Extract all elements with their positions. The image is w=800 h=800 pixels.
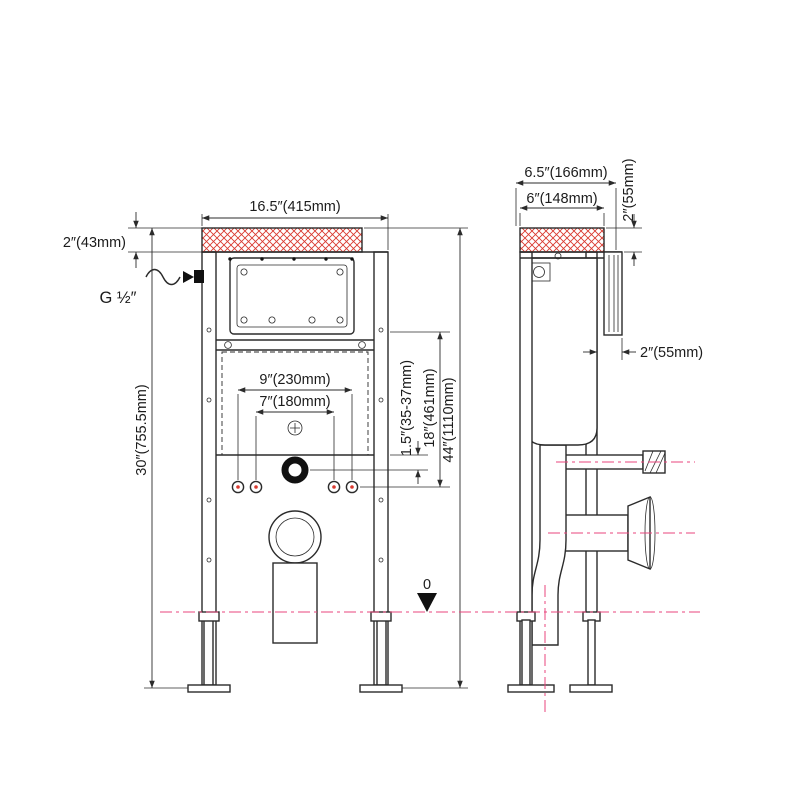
labels: 16.5″(415mm) 2″(43mm) G ½″ 30″(755.5mm) … <box>63 158 703 593</box>
dim-label-lid-height-front: 2″(43mm) <box>63 235 126 251</box>
dim-label-offset-small: 1.5″(35-37mm) <box>399 360 415 456</box>
left-foot-plate <box>187 684 231 693</box>
access-panel-inner <box>236 264 348 328</box>
cistern-tank-side <box>525 257 598 446</box>
dim-label-lid-height-side: 2″(55mm) <box>621 158 637 221</box>
left-foot-rod <box>203 619 214 686</box>
dim-label-frame-height: 30″(755.5mm) <box>134 384 150 475</box>
dim-label-bolt-outer: 9″(230mm) <box>259 372 330 388</box>
cistern-lid-hatched-side <box>519 227 605 253</box>
left-adjuster-collar <box>198 611 220 622</box>
datum-triangle-icon <box>417 593 437 612</box>
tank-drain-circle <box>287 420 303 436</box>
side-rear-foot-rod <box>587 619 596 686</box>
water-inlet-port <box>194 270 204 283</box>
cistern-lid-hatched-front <box>201 227 363 253</box>
wall-mounting-plate <box>603 251 623 336</box>
band-screw-left <box>224 341 232 349</box>
dim-label-width-top: 16.5″(415mm) <box>249 199 340 215</box>
right-adjuster-collar <box>370 611 392 622</box>
dim-label-depth-frame: 6″(148mm) <box>526 191 597 207</box>
water-flow-arrowhead-icon <box>183 271 194 283</box>
side-view <box>507 227 666 693</box>
side-front-foot-rod <box>521 619 531 686</box>
outlet-bend-front <box>268 510 322 564</box>
access-panel-outer <box>229 257 355 335</box>
inlet-thread-label: G ½″ <box>99 289 136 307</box>
outlet-pipe-front <box>272 562 318 644</box>
dim-label-bolt-inner: 7″(180mm) <box>259 394 330 410</box>
fixing-bolts <box>231 480 359 494</box>
centerlines <box>160 461 700 712</box>
side-dimensions <box>515 180 642 360</box>
side-rear-foot-plate <box>569 684 613 693</box>
dim-label-total-height: 44″(1110mm) <box>441 377 457 462</box>
dim-label-mid-height: 18″(461mm) <box>422 368 438 447</box>
soil-outlet-horn <box>557 514 629 552</box>
flush-pipe-socket <box>281 456 309 484</box>
water-flow-squiggle-icon <box>145 268 181 286</box>
side-front-foot-plate <box>507 684 555 693</box>
push-rod-circle <box>554 252 562 260</box>
dim-label-wall-gap: 2″(55mm) <box>640 345 703 361</box>
dim-label-depth-overall: 6.5″(166mm) <box>524 165 607 181</box>
band-screw-right <box>358 341 366 349</box>
front-view <box>145 227 403 693</box>
tank-drain-cross <box>290 423 300 433</box>
front-dimensions <box>128 212 468 689</box>
right-foot-rod <box>376 619 387 686</box>
flush-down-pipe <box>531 444 567 646</box>
datum-zero-label: 0 <box>423 577 431 593</box>
right-foot-plate <box>359 684 403 693</box>
